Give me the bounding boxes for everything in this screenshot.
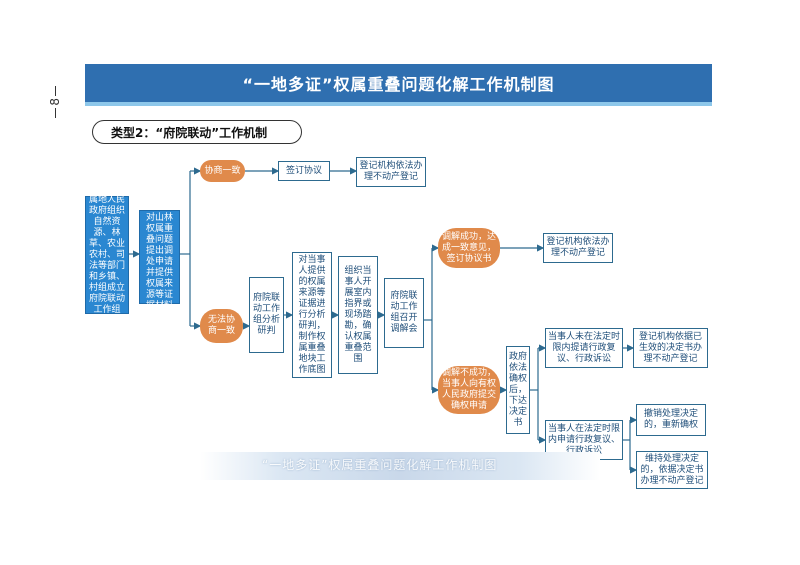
node-mediation-fail: 调解不成功，当事人向有权人民政府提交确权申请 xyxy=(438,366,500,414)
node-applicant: 当事人对山林权属重叠问题提出调处申请并提供权属来源等证据材料 xyxy=(139,202,180,311)
type-label: 类型2：“府院联动”工作机制 xyxy=(92,120,302,144)
page-number-dash-bottom xyxy=(54,107,56,118)
node-register-2: 登记机构依法办理不动产登记 xyxy=(543,233,613,263)
node-mediation-ok: 调解成功，达成一致意见，签订协议书 xyxy=(438,228,500,268)
bottom-faded-strip xyxy=(200,452,600,480)
node-register-3: 登记机构依据已生效的决定书办理不动产登记 xyxy=(633,328,708,368)
diagram-title: “一地多证”权属重叠问题化解工作机制图 xyxy=(85,64,712,106)
node-negotiate-fail: 无法协商一致 xyxy=(200,309,243,343)
node-revoke: 撤销处理决定的，重新确权 xyxy=(636,404,706,436)
node-local-gov: 属地人民政府组织自然资源、林草、农业农村、司法等部门和乡镇、村组成立府院联动工作… xyxy=(85,195,129,315)
node-mediation-meeting: 府院联动工作组召开调解会 xyxy=(384,278,424,348)
node-register-1: 登记机构依法办理不动产登记 xyxy=(356,157,426,187)
node-uphold: 维持处理决定的，依据决定书办理不动产登记 xyxy=(636,451,708,489)
node-negotiate-ok: 协商一致 xyxy=(200,160,245,182)
node-field-survey: 组织当事人开展室内指界或现场踏勘，确认权属重叠范围 xyxy=(338,256,378,374)
node-no-review: 当事人未在法定时限内提请行政复议、行政诉讼 xyxy=(545,328,623,368)
node-sign-agreement: 签订协议 xyxy=(278,161,330,181)
page-number: 8 xyxy=(44,78,66,126)
node-gov-decision: 政府依法确权后，下达决定书 xyxy=(506,346,530,434)
node-evidence: 对当事人提供的权属来源等证据进行分析研判，制作权属重叠地块工作底图 xyxy=(292,252,332,378)
page-number-text: 8 xyxy=(48,98,62,106)
page-number-dash-top xyxy=(54,86,56,97)
watermark-text: “一地多证”权属重叠问题化解工作机制图 xyxy=(262,458,498,472)
node-analysis: 府院联动工作组分析研判 xyxy=(249,277,284,353)
